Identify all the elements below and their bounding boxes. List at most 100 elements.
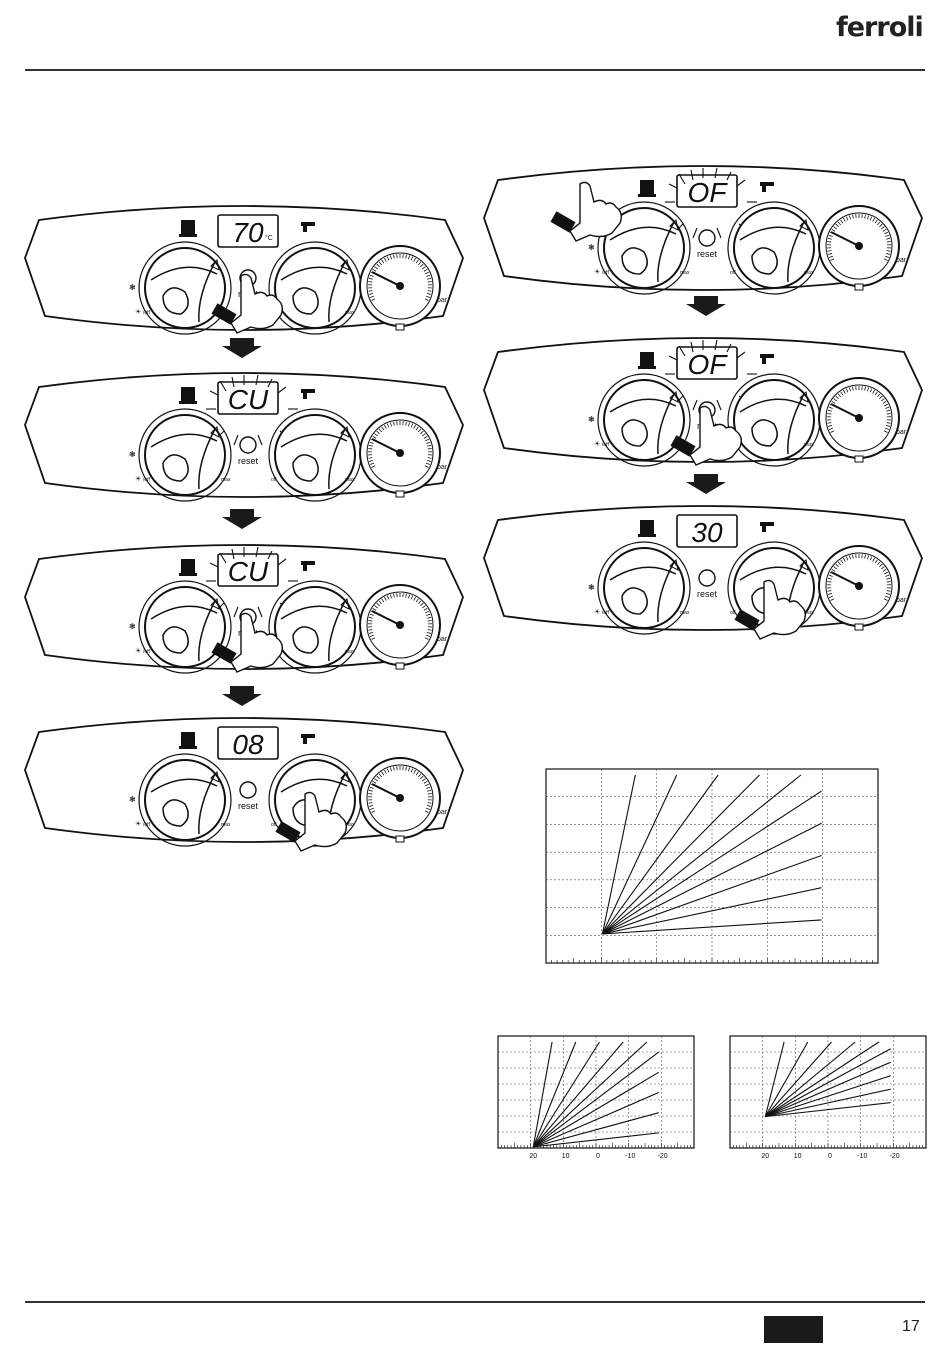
max-label-left: max (221, 822, 231, 828)
max-label-left: max (221, 477, 231, 483)
snowflake-icon: ❃ (588, 415, 595, 424)
snowflake-icon: ❃ (129, 450, 136, 459)
gauge-tick (428, 281, 432, 282)
gauge-hub (855, 414, 863, 422)
gauge-hub (855, 242, 863, 250)
gauge-tick (827, 241, 831, 242)
x-tick-label: 10 (562, 1153, 570, 1160)
lcd-readout: CU (228, 384, 269, 415)
radiator-icon (181, 220, 195, 234)
bar-label: bar (896, 429, 907, 436)
header-rule (25, 69, 925, 71)
radiator-icon (181, 732, 195, 746)
gauge-hub (855, 582, 863, 590)
off-label-left: /off (143, 649, 150, 655)
control-panel-left-2: CUreset/offmaxoffmaxbar❃☀ (25, 365, 465, 505)
max-label-right: max (345, 649, 355, 655)
knob-body (604, 380, 684, 460)
off-label-right: off (730, 610, 736, 616)
bar-label: bar (437, 809, 448, 816)
reset-button (699, 570, 715, 586)
radiator-icon (181, 559, 195, 573)
gauge-tick (887, 581, 891, 582)
reset-label: reset (238, 456, 259, 466)
down-arrow (686, 474, 726, 494)
control-panel-left-4: 08reset/offmaxoffmaxbar❃☀ (25, 710, 465, 850)
down-arrow (222, 509, 262, 529)
gauge-hub (396, 282, 404, 290)
page-number: 17 (902, 1318, 920, 1336)
off-label-right: off (730, 270, 736, 276)
off-label-left: /off (602, 270, 609, 276)
gauge-mount (396, 324, 404, 330)
knob-body (604, 548, 684, 628)
down-arrow (686, 296, 726, 316)
control-panel-right-3: 30reset/offmaxoffmaxbar❃☀ (484, 498, 924, 638)
sun-icon: ☀ (594, 268, 600, 276)
bar-label: bar (896, 257, 907, 264)
radiator-icon (181, 387, 195, 401)
ferroli-logo: ferroli (836, 12, 923, 43)
gauge-hub (396, 449, 404, 457)
heating-knob (598, 542, 690, 634)
sun-icon: ☀ (594, 440, 600, 448)
max-label-right: max (345, 477, 355, 483)
heating-curves-chart-small-left: 20 10 0 -10 -20 (498, 1036, 694, 1160)
bar-label: bar (437, 464, 448, 471)
sun-icon: ☀ (594, 608, 600, 616)
gauge-tick (368, 448, 372, 449)
down-arrow (222, 338, 262, 358)
snowflake-icon: ❃ (588, 583, 595, 592)
off-label-left: /off (602, 442, 609, 448)
heating-knob (139, 242, 231, 334)
gauge-tick (827, 413, 831, 414)
x-tick-label: 0 (596, 1153, 600, 1160)
knob-body (275, 248, 355, 328)
dhw-knob (728, 374, 820, 466)
knob-body (275, 587, 355, 667)
x-tick-label: -10 (625, 1153, 635, 1160)
off-label-left: /off (602, 610, 609, 616)
reset-label: reset (697, 589, 718, 599)
max-label-left: max (680, 270, 690, 276)
footer-rule (25, 1301, 925, 1303)
knob-body (734, 208, 814, 288)
reset-button (699, 230, 715, 246)
dhw-knob (728, 202, 820, 294)
knob-body (734, 380, 814, 460)
gauge-tick (368, 620, 372, 621)
x-tick-label: -20 (658, 1153, 668, 1160)
sun-icon: ☀ (135, 475, 141, 483)
dhw-knob (269, 242, 361, 334)
gauge-tick (428, 620, 432, 621)
knob-body (145, 587, 225, 667)
heating-knob (139, 581, 231, 673)
bar-label: bar (896, 597, 907, 604)
reset-button (240, 782, 256, 798)
reset-label: reset (238, 801, 259, 811)
gauge-tick (368, 793, 372, 794)
heating-knob (139, 409, 231, 501)
gauge-tick (368, 281, 372, 282)
knob-body (145, 760, 225, 840)
snowflake-icon: ❃ (129, 622, 136, 631)
radiator-icon-base (179, 401, 197, 404)
lcd-readout: 30 (691, 517, 723, 548)
dhw-knob (269, 581, 361, 673)
gauge-mount (396, 491, 404, 497)
max-label-right: max (345, 310, 355, 316)
x-tick-label: -20 (890, 1153, 900, 1160)
bar-label: bar (437, 636, 448, 643)
off-label-right: off (271, 477, 277, 483)
radiator-icon (640, 520, 654, 534)
gauge-hub (396, 794, 404, 802)
control-panel-left-1: 70°Creset/offmaxoffmaxbar❃☀ (25, 198, 465, 338)
lcd-readout: 70 (232, 217, 264, 248)
max-label-left: max (680, 610, 690, 616)
dhw-knob (269, 409, 361, 501)
gauge-mount (396, 663, 404, 669)
radiator-icon (640, 180, 654, 194)
gauge-hub (396, 621, 404, 629)
x-tick-label: 20 (529, 1153, 537, 1160)
gauge-mount (396, 836, 404, 842)
